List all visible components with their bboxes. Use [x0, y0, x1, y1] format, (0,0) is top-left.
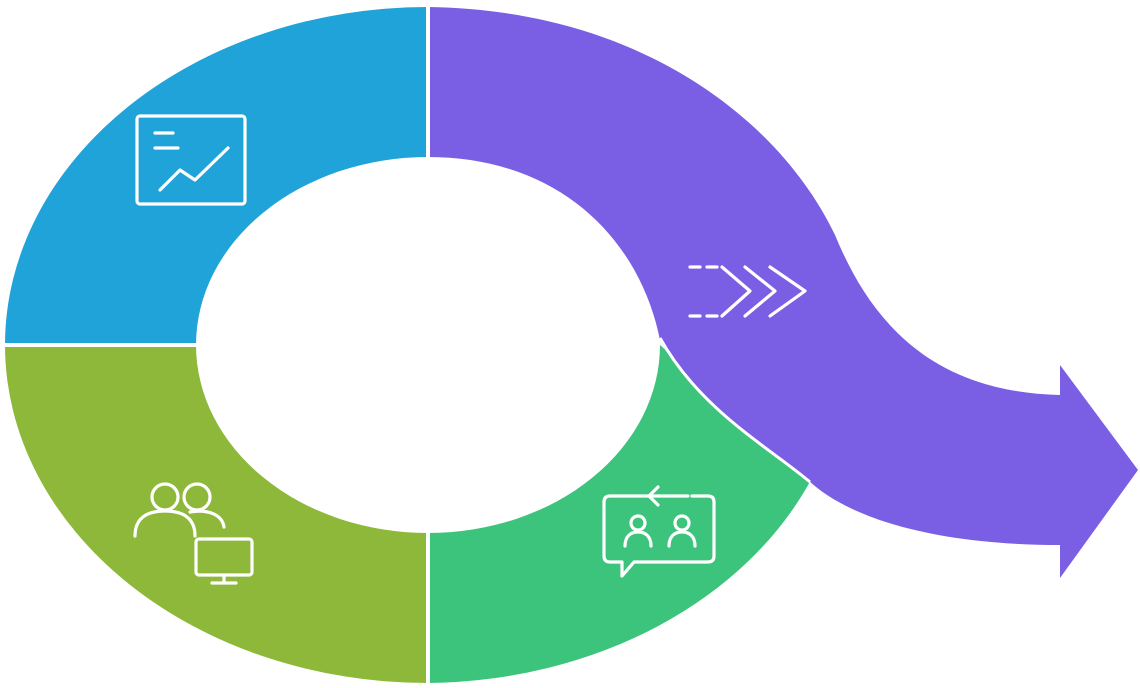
analytics-chart-icon [135, 114, 247, 206]
team-computer-icon [133, 482, 254, 585]
segment-top-left [5, 7, 428, 345]
segment-bottom-right [428, 345, 812, 683]
forward-chevrons-icon [688, 265, 807, 318]
segment-exit-arrow [428, 7, 1138, 578]
user-exchange-chat-icon [602, 485, 716, 578]
divider-arrow-edge [658, 337, 811, 484]
